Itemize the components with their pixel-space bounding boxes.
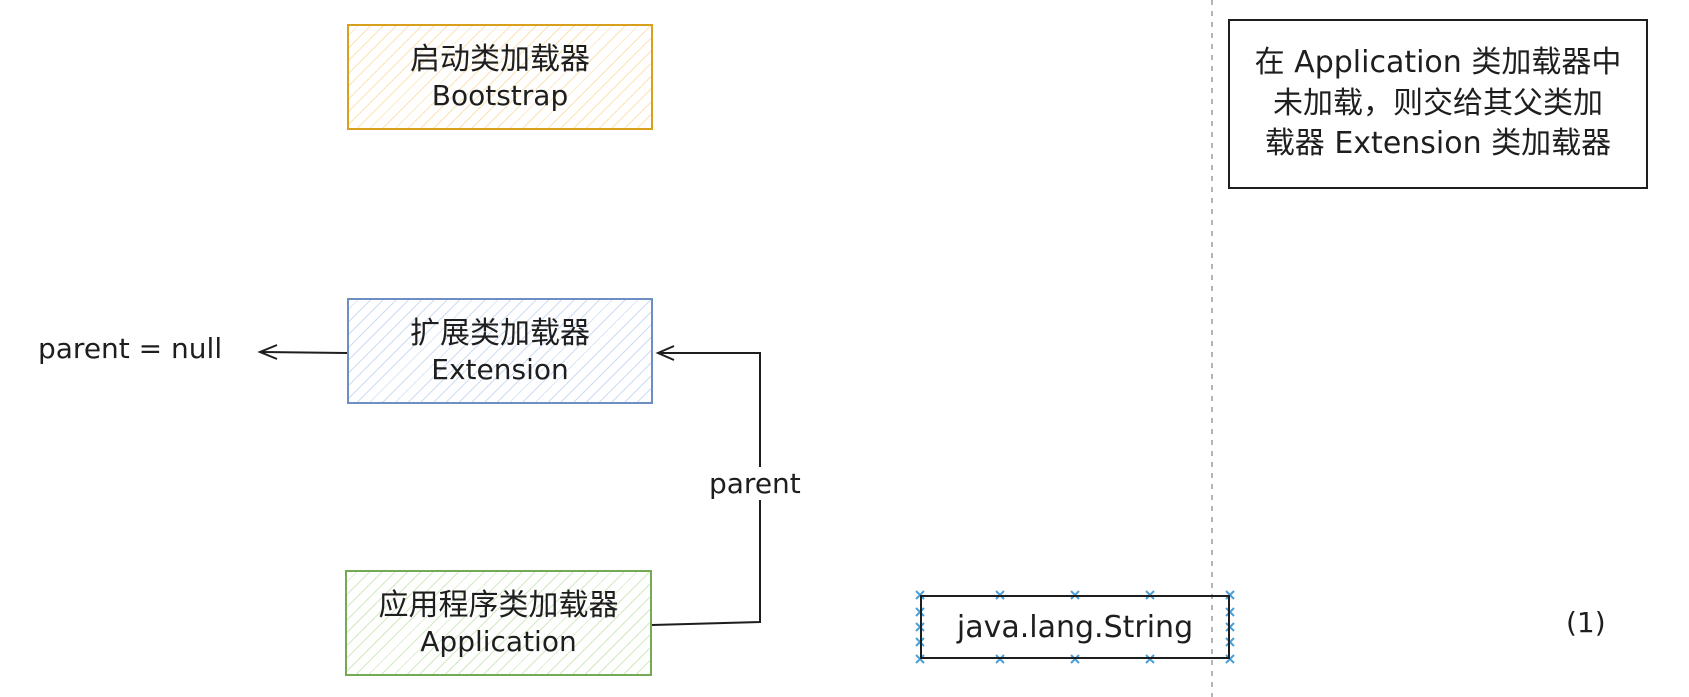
bootstrap-en-label: Bootstrap [431, 79, 569, 113]
arrowhead-extension [655, 345, 675, 361]
step-number-label: (1) [1566, 606, 1606, 639]
application-en-label: Application [420, 625, 577, 659]
explanation-note[interactable]: 在 Application 类加载器中 未加载，则交给其父类加 载器 Exten… [1228, 19, 1648, 189]
bootstrap-loader-node[interactable]: 启动类加载器 Bootstrap [347, 24, 653, 130]
extension-en-label: Extension [431, 353, 569, 387]
arrow-extension-to-null[interactable] [261, 351, 348, 354]
arrowhead-null [257, 344, 278, 360]
extension-zh-label: 扩展类加载器 [410, 315, 590, 351]
selected-class-box[interactable]: java.lang.String [920, 595, 1230, 659]
application-loader-node[interactable]: 应用程序类加载器 Application [345, 570, 652, 676]
note-line-2: 未加载，则交给其父类加 [1272, 85, 1603, 121]
note-text: 在 Application 类加载器中 未加载，则交给其父类加 载器 Exten… [1255, 43, 1622, 165]
application-zh-label: 应用程序类加载器 [378, 587, 619, 623]
note-line-3: 载器 Extension 类加载器 [1264, 126, 1612, 162]
parent-edge-label: parent [707, 467, 803, 500]
selected-class-label: java.lang.String [956, 609, 1194, 645]
bootstrap-zh-label: 启动类加载器 [410, 41, 590, 77]
extension-loader-node[interactable]: 扩展类加载器 Extension [347, 298, 653, 404]
parent-null-label: parent = null [38, 332, 223, 365]
note-line-1: 在 Application 类加载器中 [1254, 45, 1622, 81]
